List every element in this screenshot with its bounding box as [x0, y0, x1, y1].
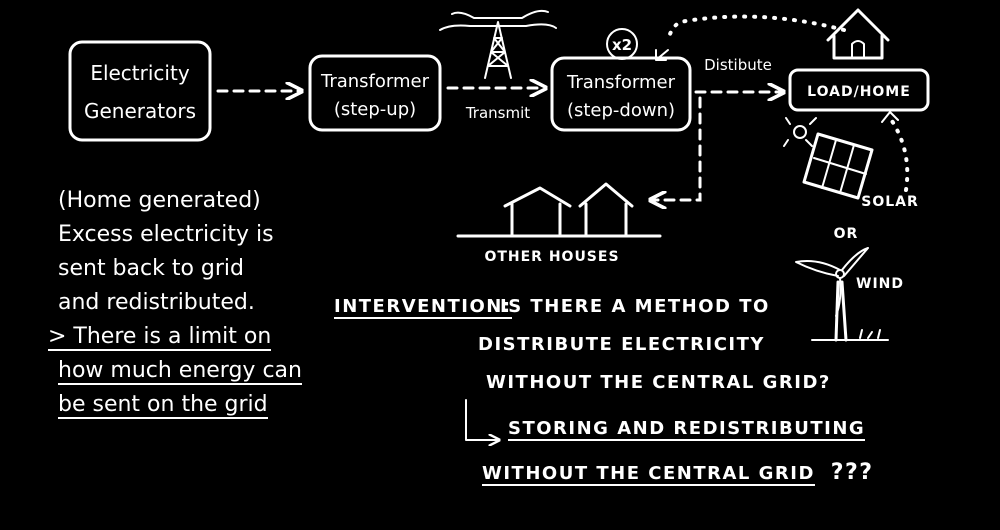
or-label: OR	[834, 226, 859, 242]
wind-label: WIND	[856, 276, 904, 292]
load-home-node: LOAD/HOME	[788, 68, 930, 112]
home-generated-note: (Home generated) Excess electricity is s…	[48, 184, 302, 422]
limit-line-2: how much energy can	[58, 358, 302, 385]
limit-line-3: be sent on the grid	[58, 392, 268, 419]
transmit-label: Transmit	[465, 104, 530, 122]
load-home-label: LOAD/HOME	[807, 84, 911, 100]
transformer-stepup-box	[308, 54, 442, 132]
other-houses-label: OTHER HOUSES	[484, 249, 619, 265]
return-arrowhead-icon	[655, 49, 669, 61]
note-line-4: and redistributed.	[58, 290, 255, 315]
intervention-heading: INTERVENTION:	[334, 296, 512, 319]
solar-panel-icon	[783, 117, 874, 200]
other-houses-icon	[456, 182, 662, 238]
generators-label-2: Generators	[84, 99, 196, 123]
question-line-1: IS THERE A METHOD TO	[500, 296, 770, 317]
question-line-2: DISTRIBUTE ELECTRICITY	[478, 334, 765, 355]
answer-arrow	[465, 399, 498, 440]
answer-line-2-text: WITHOUT THE CENTRAL GRID	[482, 463, 815, 486]
transmission-tower-icon	[439, 9, 557, 79]
solar-label: SOLAR	[861, 194, 919, 210]
multiplier-label: x2	[612, 36, 632, 54]
answer-line-1-text: STORING AND REDISTRIBUTING	[508, 418, 866, 441]
dotted-return-path	[666, 14, 846, 44]
distribute-label: Distibute	[704, 56, 772, 74]
note-line-2: Excess electricity is	[58, 222, 274, 247]
transformer-stepdown-node: Transformer (step-down)	[550, 56, 692, 132]
note-line-3: sent back to grid	[58, 256, 245, 281]
limit-note: > There is a limit on how much energy ca…	[48, 320, 302, 422]
multiplier-badge: x2	[606, 28, 638, 60]
dotted-solar-to-home	[888, 116, 910, 192]
load-home-box	[788, 68, 930, 112]
solar-arrowhead-icon	[881, 111, 899, 123]
answer-line-1: STORING AND REDISTRIBUTING	[508, 418, 866, 441]
answer-line-2: WITHOUT THE CENTRAL GRID ???	[482, 460, 874, 486]
transformer-stepdown-label-2: (step-down)	[567, 100, 675, 121]
wind-turbine-icon	[795, 247, 889, 342]
generators-label-1: Electricity	[90, 61, 190, 85]
home-house-icon	[826, 8, 890, 60]
transformer-stepup-node: Transformer (step-up)	[308, 54, 442, 132]
note-line-1: (Home generated)	[58, 188, 261, 213]
answer-suffix: ???	[830, 460, 874, 485]
arrow-to-other-houses	[652, 96, 702, 200]
generators-box	[68, 40, 212, 142]
generators-node: Electricity Generators	[68, 40, 212, 142]
transformer-stepdown-label-1: Transformer	[566, 72, 676, 93]
multiplier-circle	[606, 28, 638, 60]
limit-line-1: > There is a limit on	[48, 324, 272, 351]
transformer-stepup-label-2: (step-up)	[334, 99, 416, 120]
intervention-heading-text: INTERVENTION:	[334, 296, 512, 319]
question-line-3: WITHOUT THE CENTRAL GRID?	[486, 372, 831, 393]
transformer-stepup-label-1: Transformer	[320, 71, 430, 92]
